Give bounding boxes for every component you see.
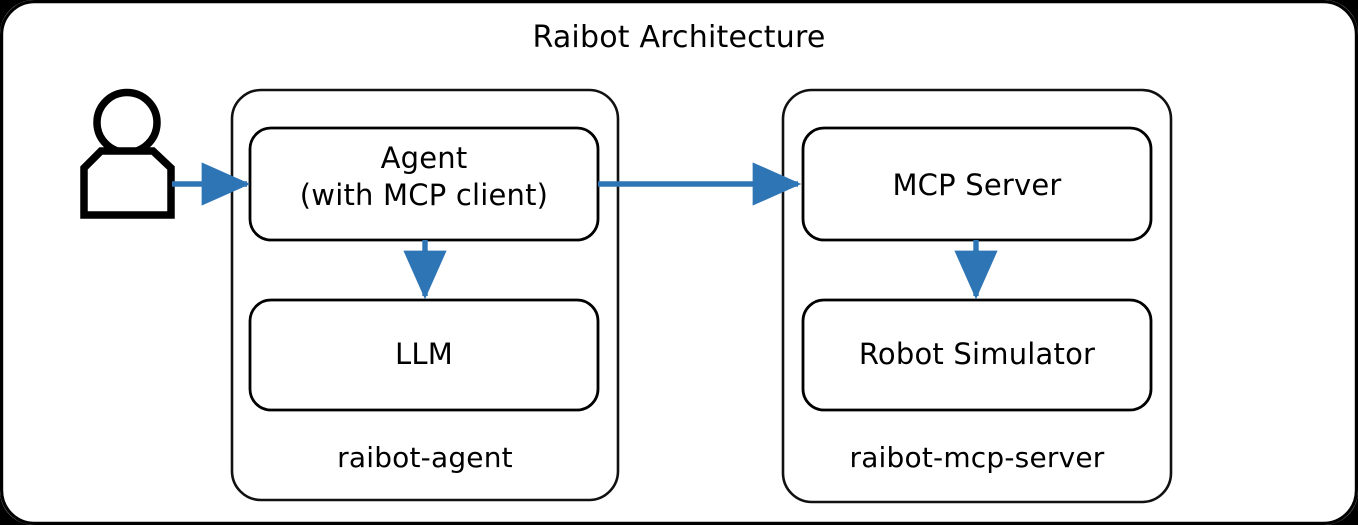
box-label-robot-simulator: Robot Simulator bbox=[858, 337, 1096, 371]
box-llm[interactable] bbox=[248, 298, 600, 412]
box-robot-simulator[interactable] bbox=[801, 298, 1153, 412]
user-actor-icon bbox=[80, 88, 175, 219]
box-label-agent: Agent (with MCP client) bbox=[299, 141, 549, 213]
group-container-raibot-mcp-server bbox=[781, 88, 1173, 504]
page-title: Raibot Architecture bbox=[532, 20, 826, 55]
user-body-icon bbox=[80, 147, 175, 219]
group-caption-raibot-mcp-server: raibot-mcp-server bbox=[849, 441, 1105, 474]
group-caption-raibot-agent: raibot-agent bbox=[337, 441, 513, 474]
box-label-llm: LLM bbox=[395, 337, 453, 371]
group-container-raibot-agent bbox=[230, 88, 620, 502]
box-label-mcp-server: MCP Server bbox=[892, 168, 1062, 202]
user-head-icon bbox=[93, 88, 161, 157]
